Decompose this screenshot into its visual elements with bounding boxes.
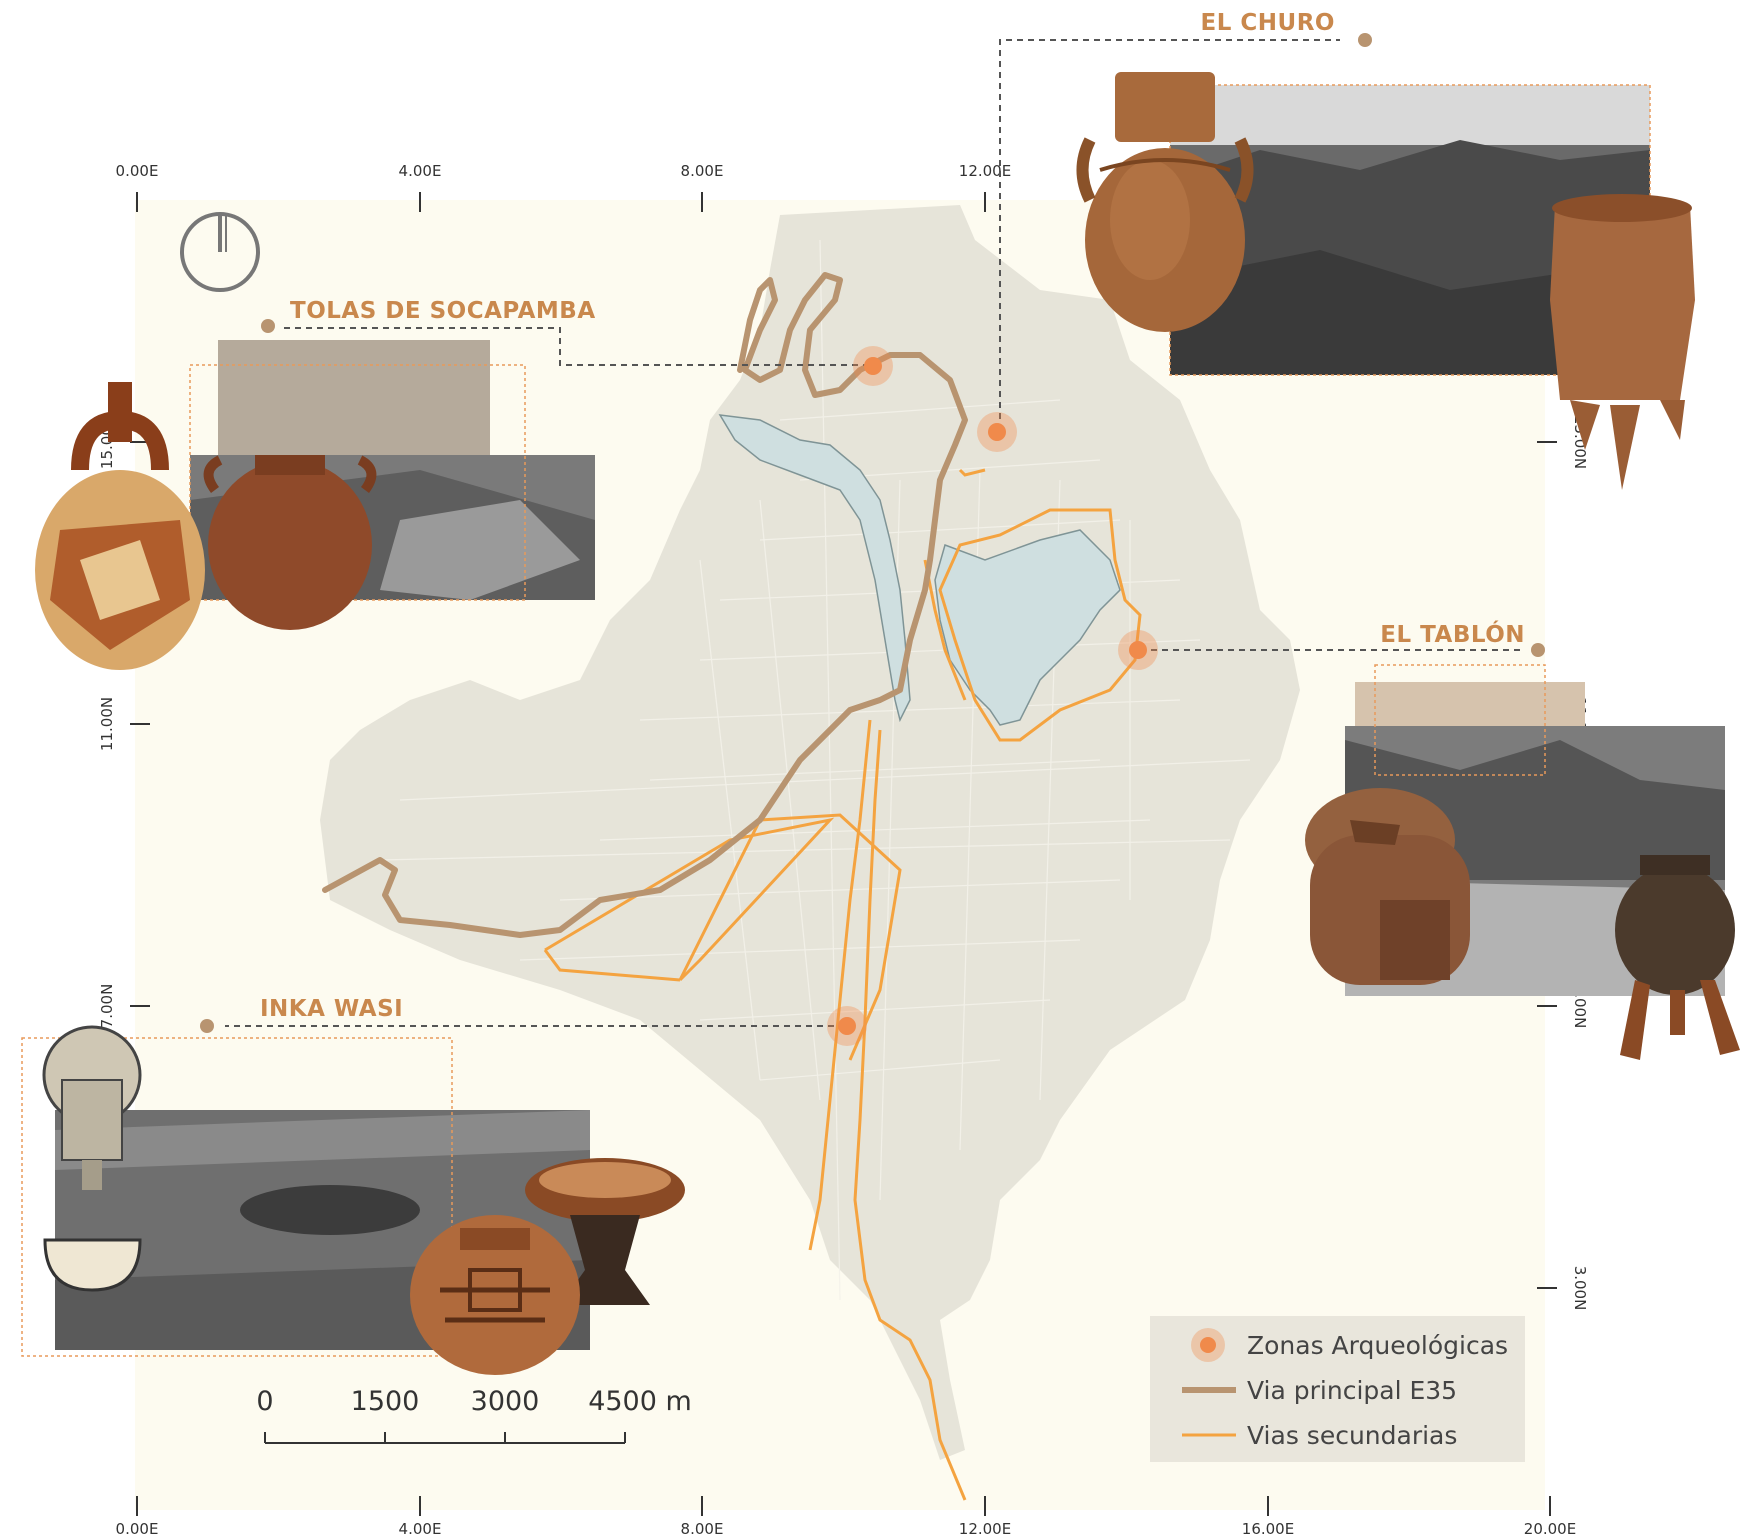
scale-label-3: 4500 m bbox=[588, 1386, 692, 1417]
legend-label-via-principal: Via principal E35 bbox=[1247, 1376, 1457, 1405]
tick-label-top-1: 4.00E bbox=[399, 162, 442, 180]
legend-label-zonas: Zonas Arqueológicas bbox=[1247, 1331, 1508, 1360]
scale-bar: 0 1500 3000 4500 m bbox=[256, 1386, 692, 1444]
pedestal-bowl bbox=[525, 1158, 685, 1305]
tolas-photo-backdrop bbox=[218, 340, 490, 460]
tick-label-right-3: 3.00N bbox=[1571, 1266, 1589, 1311]
legend-label-vias-secundarias: Vias secundarias bbox=[1247, 1421, 1457, 1450]
site-marker-el-tablon[interactable] bbox=[1118, 630, 1158, 670]
scale-label-2: 3000 bbox=[471, 1386, 540, 1417]
site-label-tolas-de-socapamba: TOLAS DE SOCAPAMBA bbox=[290, 298, 596, 324]
scale-label-0: 0 bbox=[256, 1386, 273, 1417]
tick-label-bottom-3: 12.00E bbox=[959, 1520, 1011, 1538]
grid-ticks bbox=[130, 192, 1557, 1516]
tick-label-left-1: 7.00N bbox=[98, 984, 116, 1029]
tick-label-top-3: 12.00E bbox=[959, 162, 1011, 180]
tick-label-bottom-4: 16.00E bbox=[1242, 1520, 1294, 1538]
tick-label-top-0: 0.00E bbox=[116, 162, 159, 180]
north-arrow-icon bbox=[180, 212, 260, 292]
site-label-el-tablon: EL TABLÓN bbox=[1380, 620, 1525, 648]
scale-label-1: 1500 bbox=[351, 1386, 420, 1417]
site-marker-el-churo[interactable] bbox=[977, 412, 1017, 452]
tick-label-top-2: 8.00E bbox=[681, 162, 724, 180]
stirrup-vessel bbox=[35, 382, 205, 670]
legend-item-vias-secundarias: Vias secundarias bbox=[1182, 1421, 1457, 1450]
site-markers bbox=[827, 346, 1158, 1046]
legend: Zonas Arqueológicas Via principal E35 Vi… bbox=[1150, 1316, 1525, 1462]
site-label-el-churo: EL CHURO bbox=[1201, 10, 1335, 36]
decorated-jar bbox=[410, 1215, 580, 1375]
river bbox=[718, 414, 911, 723]
ceramic-tripod-el-churo-2 bbox=[1550, 194, 1695, 490]
site-inka-wasi: INKA WASI bbox=[21, 996, 845, 1375]
ceramic-jar-el-churo-1 bbox=[1076, 72, 1254, 332]
tick-label-bottom-5: 20.00E bbox=[1524, 1520, 1576, 1538]
legend-item-via-principal: Via principal E35 bbox=[1182, 1376, 1457, 1405]
tick-label-left-0: 11.00N bbox=[98, 697, 116, 751]
tick-label-bottom-2: 8.00E bbox=[681, 1520, 724, 1538]
site-tolas-de-socapamba: TOLAS DE SOCAPAMBA bbox=[35, 298, 880, 670]
tripod-pot-el-tablon bbox=[1615, 855, 1740, 1060]
site-marker-tolas[interactable] bbox=[853, 346, 893, 386]
main-road-e35 bbox=[322, 272, 968, 938]
tick-label-bottom-1: 4.00E bbox=[399, 1520, 442, 1538]
ceramic-jar-tolas bbox=[203, 455, 377, 630]
site-marker-inka-wasi[interactable] bbox=[827, 1006, 867, 1046]
secondary-roads bbox=[543, 468, 1142, 1501]
tick-label-bottom-0: 0.00E bbox=[116, 1520, 159, 1538]
site-el-tablon: EL TABLÓN bbox=[1140, 620, 1740, 1060]
legend-item-zonas: Zonas Arqueológicas bbox=[1191, 1328, 1508, 1362]
seated-figure-vessel bbox=[1305, 788, 1470, 985]
site-el-churo: EL CHURO bbox=[999, 10, 1695, 490]
tumi-figure bbox=[42, 1025, 142, 1292]
site-label-inka-wasi: INKA WASI bbox=[260, 996, 403, 1022]
